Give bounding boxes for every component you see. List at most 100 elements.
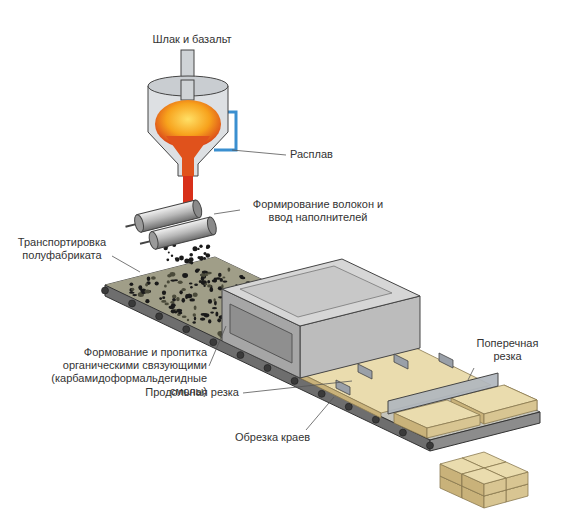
granule bbox=[212, 307, 217, 309]
granule bbox=[222, 276, 225, 278]
granule bbox=[165, 303, 169, 306]
granule bbox=[194, 284, 198, 286]
granule bbox=[182, 273, 188, 278]
granule bbox=[132, 294, 137, 296]
granule bbox=[201, 280, 207, 285]
cut-piece bbox=[394, 413, 427, 438]
roller bbox=[291, 377, 298, 384]
roller bbox=[264, 365, 271, 372]
product-stack bbox=[440, 452, 528, 508]
granule bbox=[171, 309, 176, 313]
callout-label: Расплав bbox=[290, 148, 350, 161]
granule bbox=[194, 317, 196, 321]
granule bbox=[189, 261, 191, 263]
granule bbox=[179, 290, 182, 294]
granule bbox=[167, 274, 171, 278]
granule bbox=[170, 280, 175, 282]
granule bbox=[190, 286, 193, 288]
granule bbox=[208, 319, 211, 323]
granule bbox=[167, 280, 170, 283]
granule bbox=[212, 279, 217, 282]
granule bbox=[129, 292, 135, 294]
granule bbox=[201, 277, 205, 281]
roller bbox=[399, 429, 406, 436]
roller bbox=[345, 403, 352, 410]
granule bbox=[201, 313, 207, 316]
granule bbox=[161, 300, 166, 303]
granule bbox=[206, 246, 209, 249]
granule bbox=[199, 280, 202, 283]
granule bbox=[194, 305, 197, 310]
granule bbox=[145, 299, 149, 303]
roller bbox=[318, 390, 325, 397]
leader-lines bbox=[112, 150, 474, 430]
granule bbox=[208, 299, 212, 304]
granule bbox=[172, 295, 176, 299]
granule bbox=[145, 283, 148, 287]
roller bbox=[427, 442, 434, 449]
granule bbox=[206, 245, 210, 249]
callout-label: Шлак и базальт bbox=[137, 33, 247, 46]
granule bbox=[182, 316, 187, 318]
roller bbox=[156, 313, 163, 320]
granule bbox=[202, 271, 208, 274]
callout-label: Продольная резка bbox=[135, 386, 239, 399]
granule bbox=[130, 282, 134, 286]
slab-side bbox=[300, 373, 381, 418]
granule bbox=[175, 257, 179, 261]
granule bbox=[207, 280, 210, 284]
granule bbox=[179, 256, 184, 261]
cut-piece bbox=[484, 400, 537, 424]
granule bbox=[189, 253, 193, 257]
chamber-top bbox=[222, 259, 420, 326]
granule bbox=[168, 252, 170, 254]
granule bbox=[131, 288, 134, 291]
granule bbox=[200, 317, 205, 320]
granule bbox=[207, 284, 212, 287]
callout-label: Поперечная резка bbox=[470, 337, 545, 363]
roller bbox=[372, 416, 379, 423]
granule bbox=[164, 284, 167, 287]
product-block bbox=[462, 468, 506, 484]
granule bbox=[182, 298, 186, 303]
granule bbox=[218, 273, 222, 277]
granule bbox=[215, 312, 218, 317]
granule bbox=[171, 303, 176, 307]
granule bbox=[204, 252, 207, 255]
granule bbox=[239, 275, 243, 278]
roller bbox=[210, 339, 217, 346]
granule bbox=[189, 283, 193, 285]
granule bbox=[217, 318, 221, 322]
granule bbox=[193, 246, 198, 251]
granule bbox=[193, 321, 196, 323]
granule bbox=[222, 281, 227, 283]
granule bbox=[209, 287, 213, 292]
longitudinal-blade bbox=[358, 364, 372, 379]
granule bbox=[147, 277, 151, 281]
melt-neck bbox=[166, 136, 210, 176]
roller bbox=[237, 352, 244, 359]
callout-label: Обрезка краев bbox=[235, 431, 330, 444]
granule bbox=[162, 296, 165, 299]
longitudinal-blade bbox=[394, 354, 408, 369]
chamber-top-inset bbox=[240, 266, 392, 317]
granule bbox=[151, 276, 156, 279]
granule bbox=[213, 298, 215, 302]
cross-blade bbox=[388, 373, 498, 414]
granule bbox=[129, 288, 133, 292]
granule bbox=[199, 245, 202, 248]
granule bbox=[187, 319, 189, 322]
roller bbox=[129, 300, 136, 307]
granule bbox=[186, 294, 192, 298]
granule bbox=[204, 283, 207, 285]
granule bbox=[162, 291, 166, 296]
granule bbox=[159, 297, 162, 300]
granule bbox=[189, 298, 195, 301]
granule bbox=[199, 256, 204, 261]
feed-pipe-inner bbox=[181, 80, 194, 100]
cut-piece bbox=[427, 415, 480, 438]
granule bbox=[172, 298, 176, 302]
roller bbox=[102, 287, 109, 294]
granule bbox=[197, 248, 199, 250]
